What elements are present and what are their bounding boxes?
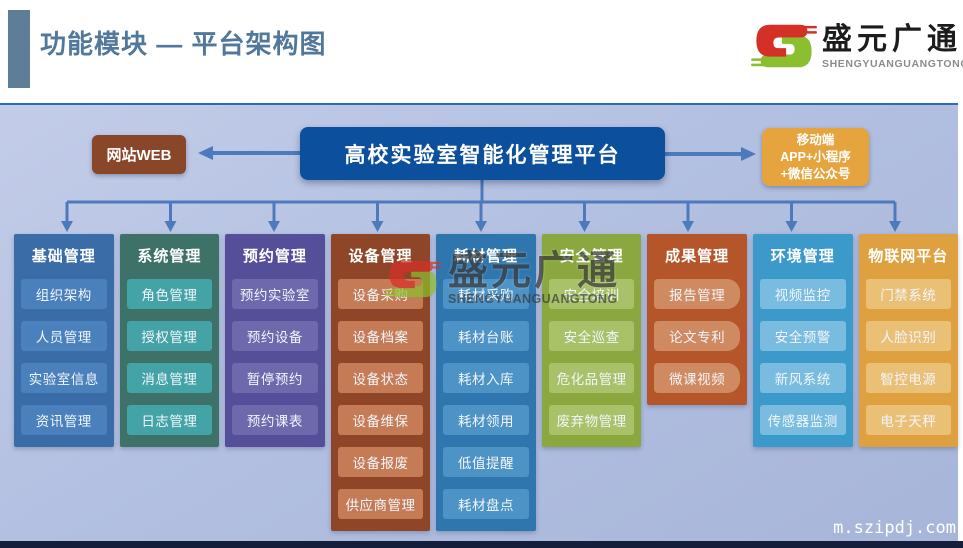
module-item: 安全预警 xyxy=(759,321,846,351)
module-item: 设备报废 xyxy=(337,447,424,477)
module-item: 耗材入库 xyxy=(443,363,529,393)
bottom-strip xyxy=(0,541,963,548)
module-item: 实验室信息 xyxy=(21,363,107,393)
module-item: 消息管理 xyxy=(126,363,213,393)
module-item: 人员管理 xyxy=(21,321,107,351)
module-column-title: 系统管理 xyxy=(137,248,202,265)
module-column-title: 预约管理 xyxy=(242,248,307,265)
module-item: 论文专利 xyxy=(654,321,740,351)
module-item: 预约课表 xyxy=(232,405,318,435)
module-column-title: 成果管理 xyxy=(665,248,730,265)
module-item: 资讯管理 xyxy=(21,405,107,435)
module-item: 报告管理 xyxy=(654,279,740,309)
module-item: 暂停预约 xyxy=(232,363,318,393)
module-item: 人脸识别 xyxy=(865,321,952,351)
module-item: 门禁系统 xyxy=(865,279,952,309)
module-column-1: 系统管理角色管理授权管理消息管理日志管理 xyxy=(119,234,220,447)
module-item: 设备档案 xyxy=(337,321,424,351)
module-item: 授权管理 xyxy=(126,321,213,351)
module-column-title: 基础管理 xyxy=(31,248,96,265)
module-column-2: 预约管理预约实验室预约设备暂停预约预约课表 xyxy=(225,234,325,447)
module-item: 设备维保 xyxy=(337,405,424,435)
module-item: 安全培训 xyxy=(548,279,635,309)
module-column-title: 环境管理 xyxy=(770,248,835,265)
module-item: 预约实验室 xyxy=(232,279,318,309)
module-item: 设备采购 xyxy=(337,279,424,309)
module-column-title: 物联网平台 xyxy=(868,248,949,265)
module-item: 电子天秤 xyxy=(865,405,952,435)
company-logo-icon xyxy=(751,24,817,68)
web-node: 网站WEB xyxy=(92,135,186,174)
platform-node: 高校实验室智能化管理平台 xyxy=(300,127,665,180)
module-column-5: 安全管理安全培训安全巡查危化品管理废弃物管理 xyxy=(541,234,642,447)
module-item: 安全巡查 xyxy=(548,321,635,351)
module-column-8: 物联网平台门禁系统人脸识别智控电源电子天秤 xyxy=(858,234,959,447)
module-item: 危化品管理 xyxy=(548,363,635,393)
mobile-node-line3: +微信公众号 xyxy=(780,166,851,181)
module-item: 低值提醒 xyxy=(443,447,529,477)
module-column-6: 成果管理报告管理论文专利微课视频 xyxy=(647,234,747,405)
module-item: 角色管理 xyxy=(126,279,213,309)
company-name-latin: SHENGYUANGUANGTONG xyxy=(822,57,963,70)
module-column-3: 设备管理设备采购设备档案设备状态设备维保设备报废供应商管理 xyxy=(330,234,431,531)
module-item: 新风系统 xyxy=(759,363,846,393)
module-item: 智控电源 xyxy=(865,363,952,393)
mobile-node: 移动端 APP+小程序 +微信公众号 xyxy=(762,128,869,186)
module-column-title: 耗材管理 xyxy=(454,248,519,265)
module-item: 组织架构 xyxy=(21,279,107,309)
architecture-diagram-panel: 网站WEB 高校实验室智能化管理平台 移动端 APP+小程序 +微信公众号 基础… xyxy=(0,103,959,541)
platform-node-label: 高校实验室智能化管理平台 xyxy=(344,143,621,167)
company-logo: 盛元广通 SHENGYUANGUANGTONG xyxy=(750,14,963,78)
module-item: 预约设备 xyxy=(232,321,318,351)
module-item: 传感器监测 xyxy=(759,405,846,435)
module-column-title: 安全管理 xyxy=(559,248,624,265)
module-item: 视频监控 xyxy=(759,279,846,309)
company-logo-text: 盛元广通 SHENGYUANGUANGTONG xyxy=(822,23,963,70)
connector-arrows xyxy=(61,146,901,232)
module-columns: 基础管理组织架构人员管理实验室信息资讯管理系统管理角色管理授权管理消息管理日志管… xyxy=(14,234,959,531)
module-column-title: 设备管理 xyxy=(348,248,413,265)
module-item: 耗材盘点 xyxy=(443,489,529,519)
module-item: 耗材采购 xyxy=(443,279,529,309)
web-node-label: 网站WEB xyxy=(106,147,172,164)
header-accent-bar xyxy=(8,10,30,88)
module-column-0: 基础管理组织架构人员管理实验室信息资讯管理 xyxy=(14,234,114,447)
module-column-4: 耗材管理耗材采购耗材台账耗材入库耗材领用低值提醒耗材盘点 xyxy=(436,234,536,531)
module-item: 日志管理 xyxy=(126,405,213,435)
mobile-node-line2: APP+小程序 xyxy=(780,149,851,164)
module-column-7: 环境管理视频监控安全预警新风系统传感器监测 xyxy=(752,234,853,447)
module-item: 耗材领用 xyxy=(443,405,529,435)
module-item: 废弃物管理 xyxy=(548,405,635,435)
watermark-url: m.szipdj.com xyxy=(833,518,956,538)
module-item: 耗材台账 xyxy=(443,321,529,351)
module-item: 微课视频 xyxy=(654,363,740,393)
mobile-node-line1: 移动端 xyxy=(796,132,835,147)
company-name: 盛元广通 xyxy=(822,22,962,56)
page-title: 功能模块 — 平台架构图 xyxy=(40,29,327,59)
module-item: 供应商管理 xyxy=(337,489,424,519)
module-item: 设备状态 xyxy=(337,363,424,393)
